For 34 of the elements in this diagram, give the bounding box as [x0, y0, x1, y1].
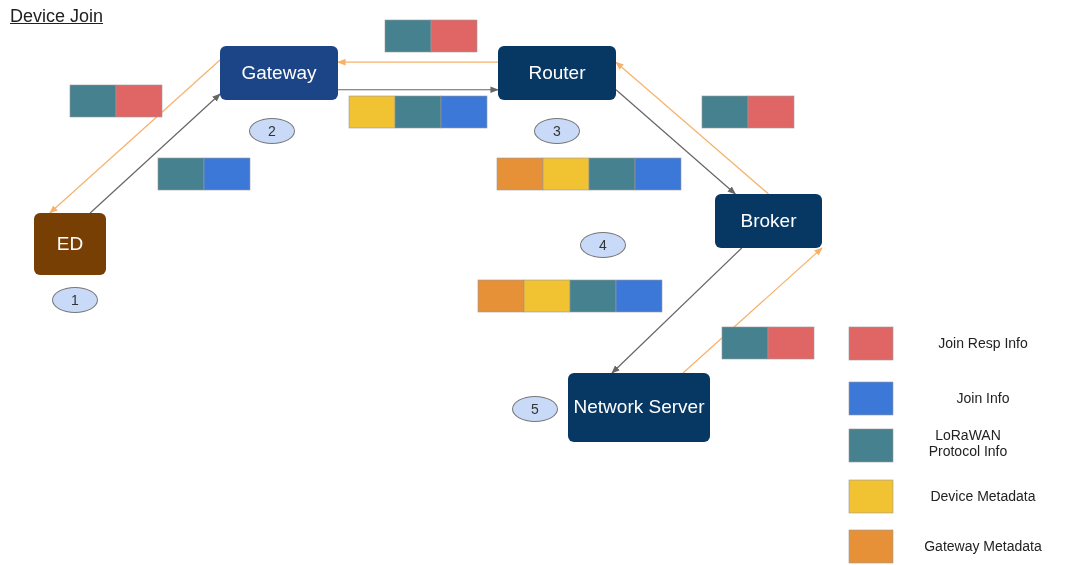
node-label: ED [56, 231, 84, 256]
legend-label: Gateway Metadata [923, 538, 1043, 554]
arrow [89, 93, 221, 214]
legend-label: LoRaWAN Protocol Info [927, 427, 1009, 459]
title: Device Join [10, 6, 104, 27]
arrow [49, 59, 221, 214]
node-label: 3 [553, 121, 561, 141]
process-box [568, 373, 710, 442]
legend-label: Device Metadata [929, 488, 1037, 504]
step-number-ellipse [249, 118, 295, 144]
process-box [34, 213, 106, 275]
arrow [615, 61, 770, 195]
process-box [715, 194, 822, 248]
legend-label: Join Resp Info [937, 335, 1029, 351]
node-label: 1 [71, 290, 79, 310]
node-label: Broker [740, 208, 797, 233]
arrow [615, 89, 736, 195]
step-number-ellipse [52, 287, 98, 313]
step-number-ellipse [512, 396, 558, 422]
arrow [682, 247, 823, 374]
node-label: 4 [599, 235, 607, 255]
process-box [498, 46, 616, 100]
step-number-ellipse [534, 118, 580, 144]
node-label: 2 [268, 121, 276, 141]
arrow [337, 58, 499, 66]
node-label: Gateway [241, 60, 317, 85]
node-label: Network Server [573, 395, 705, 420]
arrow [337, 86, 499, 94]
node-label: Router [528, 60, 586, 85]
arrow [611, 247, 743, 374]
node-label: 5 [531, 399, 539, 419]
step-number-ellipse [580, 232, 626, 258]
legend-label: Join Info [955, 390, 1011, 406]
process-box [220, 46, 338, 100]
